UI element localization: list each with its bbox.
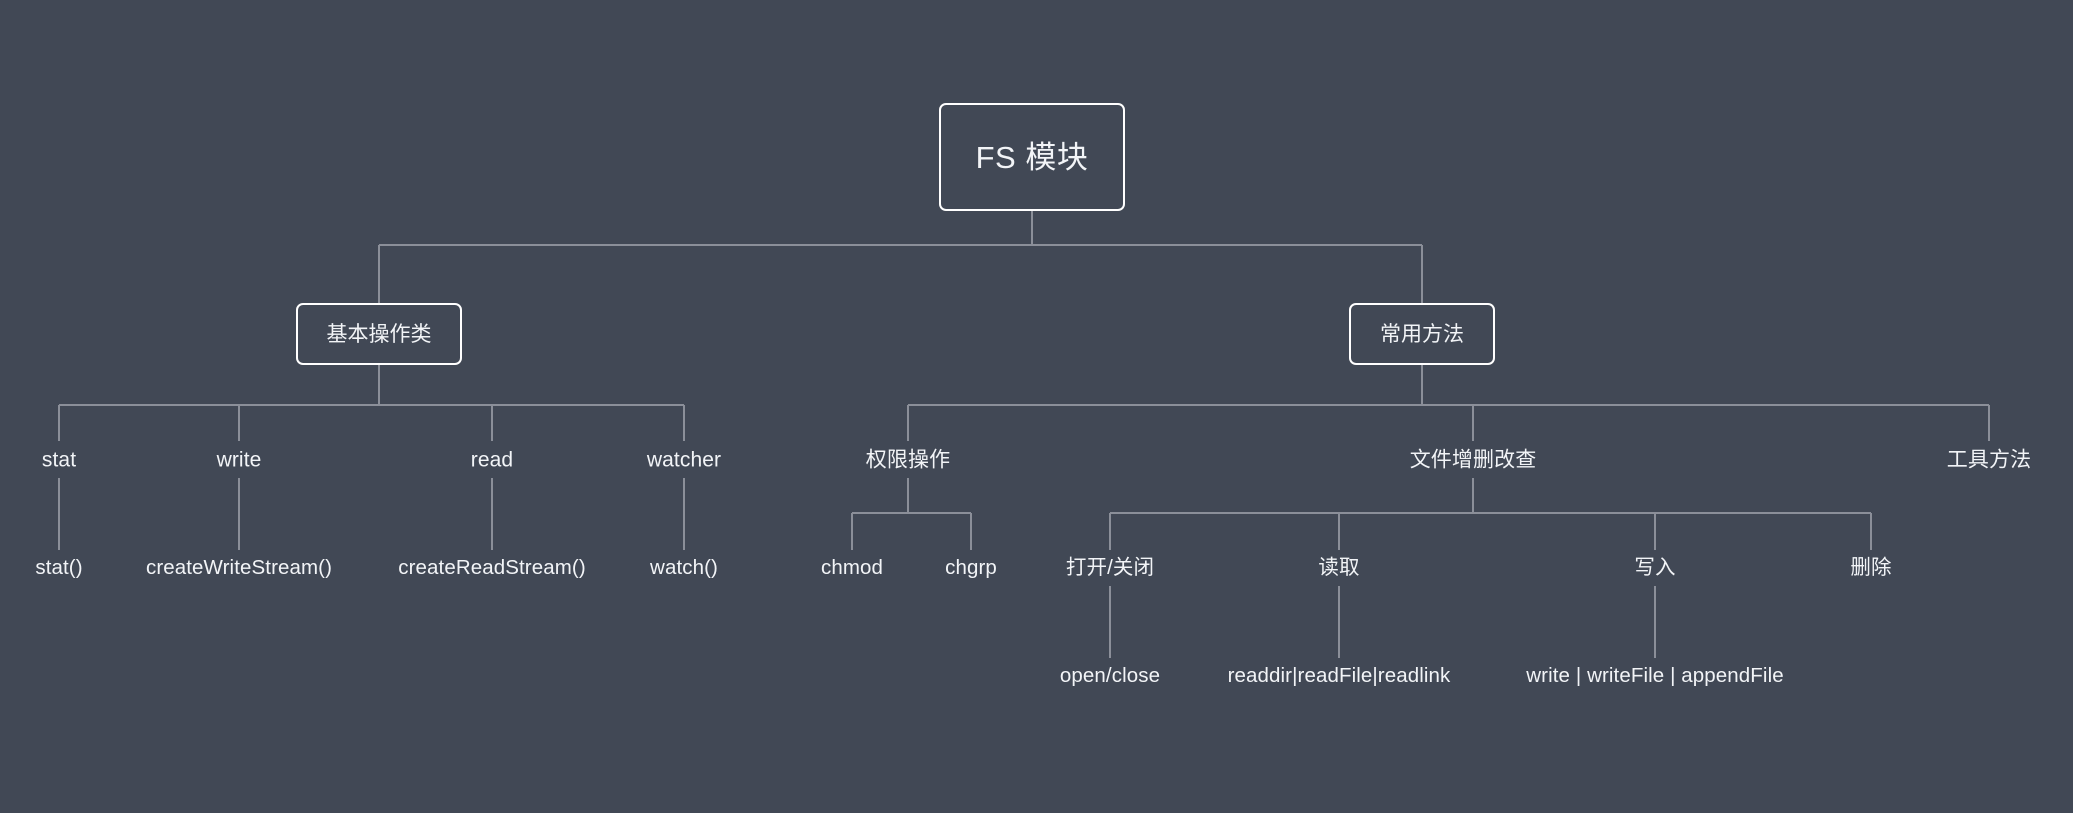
node-file-crud[interactable]: 文件增删改查 [1409, 448, 1537, 472]
node-common-methods-label: 常用方法 [1380, 322, 1464, 346]
node-write[interactable]: write [216, 448, 262, 472]
node-read[interactable]: read [470, 448, 514, 472]
node-open-close-methods[interactable]: open/close [1059, 663, 1161, 687]
node-create-read-stream[interactable]: createReadStream() [398, 555, 586, 579]
node-basic-operations-label: 基本操作类 [326, 322, 432, 346]
node-common-methods[interactable]: 常用方法 [1349, 303, 1495, 365]
node-open-close[interactable]: 打开/关闭 [1065, 555, 1155, 579]
node-delete-cn[interactable]: 删除 [1850, 555, 1892, 579]
node-read-methods[interactable]: readdir|readFile|readlink [1227, 663, 1451, 687]
node-create-write-stream[interactable]: createWriteStream() [145, 555, 333, 579]
node-root[interactable]: FS 模块 [939, 103, 1125, 211]
node-stat-method[interactable]: stat() [35, 555, 83, 579]
node-stat[interactable]: stat [41, 448, 77, 472]
node-root-label: FS 模块 [975, 139, 1089, 175]
node-read-cn[interactable]: 读取 [1318, 555, 1360, 579]
node-chgrp[interactable]: chgrp [945, 555, 997, 579]
node-tool-methods[interactable]: 工具方法 [1946, 448, 2032, 472]
node-basic-operations[interactable]: 基本操作类 [296, 303, 462, 365]
node-watcher[interactable]: watcher [646, 448, 722, 472]
node-write-methods[interactable]: write | writeFile | appendFile [1526, 663, 1784, 687]
node-permission-ops[interactable]: 权限操作 [865, 448, 951, 472]
node-write-cn[interactable]: 写入 [1634, 555, 1676, 579]
node-watch-method[interactable]: watch() [650, 555, 718, 579]
node-chmod[interactable]: chmod [820, 555, 884, 579]
